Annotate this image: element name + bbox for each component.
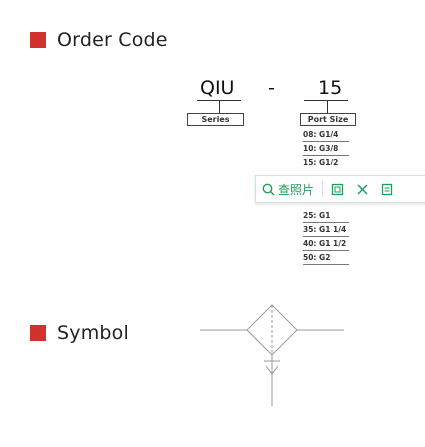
option-divider [303, 141, 349, 142]
option-divider [303, 222, 349, 223]
option-divider [303, 250, 349, 251]
option-divider [303, 155, 349, 156]
heading-bullet [30, 32, 46, 48]
search-photo-button[interactable]: 查照片 [256, 181, 314, 198]
extract-button[interactable] [381, 183, 394, 196]
series-connector [219, 100, 220, 114]
option-divider [303, 264, 349, 265]
port-option-08: 08: G1/4 [303, 130, 339, 139]
port-option-40: 40: G1 1/2 [303, 239, 347, 248]
port-underline [304, 100, 348, 101]
filter-symbol-diagram [200, 304, 344, 406]
heading-bullet [30, 325, 46, 341]
port-option-25: 25: G1 [303, 211, 331, 220]
code-dash: - [268, 77, 275, 99]
copy-icon [331, 183, 344, 195]
search-photo-label: 查照片 [278, 182, 315, 197]
port-option-50: 50: G2 [303, 253, 331, 262]
series-code: QIU [200, 77, 235, 99]
order-code-title: Order Code [57, 29, 168, 51]
symbol-title: Symbol [57, 322, 129, 344]
copy-button[interactable] [331, 183, 344, 196]
series-label-box: Series [187, 113, 244, 126]
translate-icon [357, 184, 368, 194]
extract-icon [381, 183, 393, 195]
toolbar-separator [322, 181, 324, 197]
order-code-heading: Order Code [30, 29, 168, 51]
port-label-box: Port Size [300, 113, 356, 126]
symbol-heading: Symbol [30, 322, 129, 344]
option-divider [303, 236, 349, 237]
port-option-15: 15: G1/2 [303, 158, 339, 165]
port-option-35: 35: G1 1/4 [303, 225, 347, 234]
translate-button[interactable] [356, 183, 369, 196]
port-connector [327, 100, 328, 114]
selection-toolbar: 查照片 [255, 175, 425, 203]
port-option-10: 10: G3/8 [303, 144, 339, 153]
port-code: 15 [318, 77, 343, 99]
search-icon [262, 183, 275, 195]
